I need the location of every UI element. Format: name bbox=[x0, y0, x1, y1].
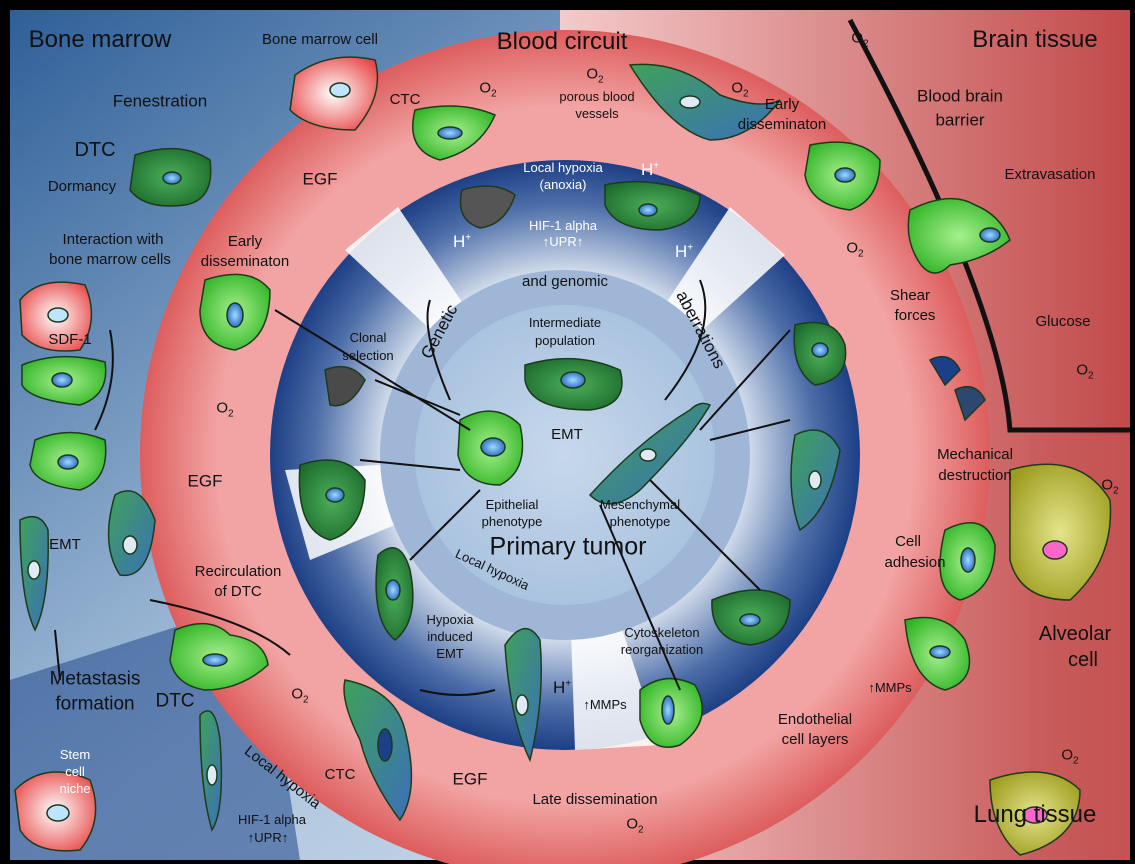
label-sdf1: SDF-1 bbox=[48, 332, 91, 349]
label-hypoxia-emt-3: EMT bbox=[436, 647, 463, 661]
label-mechanical-2: destruction bbox=[938, 468, 1011, 485]
label-ctc-top: CTC bbox=[390, 92, 421, 109]
label-porous-1: porous blood bbox=[559, 90, 634, 104]
label-clonal-2: selection bbox=[342, 349, 393, 363]
o2-marker: O2 bbox=[586, 67, 603, 86]
label-early-left-2: disseminaton bbox=[201, 254, 289, 271]
label-ctc-bottom: CTC bbox=[325, 767, 356, 784]
o2-marker: O2 bbox=[731, 81, 748, 100]
label-shear-2: forces bbox=[895, 308, 936, 325]
label-early-left-1: Early bbox=[228, 234, 262, 251]
label-local-hypoxia-anoxia-2: (anoxia) bbox=[540, 178, 587, 192]
label-extravasation: Extravasation bbox=[1005, 167, 1096, 184]
label-hypoxia-emt-2: induced bbox=[427, 630, 473, 644]
label-and-genomic: and genomic bbox=[522, 274, 608, 291]
region-lung-tissue: Lung tissue bbox=[974, 802, 1097, 828]
label-mmps-inner: ↑MMPs bbox=[583, 698, 626, 712]
label-egf-left: EGF bbox=[188, 473, 223, 492]
label-shear-1: Shear bbox=[890, 288, 930, 305]
label-recirculation-1: Recirculation bbox=[195, 564, 282, 581]
label-cell-adhesion-2: adhesion bbox=[885, 555, 946, 572]
region-blood-circuit: Blood circuit bbox=[497, 29, 628, 55]
label-alveolar-1: Alveolar bbox=[1039, 623, 1111, 645]
label-mechanical-1: Mechanical bbox=[937, 447, 1013, 464]
label-bone-marrow-cell: Bone marrow cell bbox=[262, 32, 378, 49]
h-plus-marker: H+ bbox=[453, 232, 471, 251]
label-interaction-1: Interaction with bbox=[63, 232, 164, 249]
label-emt-center: EMT bbox=[551, 427, 583, 444]
label-hypoxia-emt-1: Hypoxia bbox=[427, 613, 474, 627]
label-metastasis-1: Metastasis bbox=[50, 670, 141, 691]
label-interaction-2: bone marrow cells bbox=[49, 252, 171, 269]
o2-marker: O2 bbox=[479, 81, 496, 100]
label-glucose: Glucose bbox=[1035, 314, 1090, 331]
label-late-dissemination: Late dissemination bbox=[532, 792, 657, 809]
label-cell-adhesion-1: Cell bbox=[895, 534, 921, 551]
h-plus-marker: H+ bbox=[553, 678, 571, 697]
o2-marker: O2 bbox=[216, 401, 233, 420]
label-upr-top: ↑UPR↑ bbox=[543, 235, 583, 249]
label-early-right-1: Early bbox=[765, 97, 799, 114]
label-mesenchymal-1: Mesenchymal bbox=[600, 498, 680, 512]
label-dormancy: Dormancy bbox=[48, 179, 116, 196]
label-upr-bottom: ↑UPR↑ bbox=[248, 831, 288, 845]
region-bone-marrow: Bone marrow bbox=[29, 27, 172, 53]
label-stem-2: cell bbox=[65, 765, 85, 779]
label-mmps-right: ↑MMPs bbox=[868, 681, 911, 695]
label-hif-top: HIF-1 alpha bbox=[529, 219, 597, 233]
label-fenestration: Fenestration bbox=[113, 93, 208, 112]
label-intermediate-2: population bbox=[535, 334, 595, 348]
label-porous-2: vessels bbox=[575, 107, 618, 121]
label-metastasis-2: formation bbox=[55, 695, 134, 716]
label-epithelial-1: Epithelial bbox=[486, 498, 539, 512]
label-dtc-top: DTC bbox=[74, 139, 115, 161]
label-egf-bottom: EGF bbox=[453, 771, 488, 790]
label-stem-1: Stem bbox=[60, 748, 90, 762]
label-early-right-2: disseminaton bbox=[738, 117, 826, 134]
o2-marker: O2 bbox=[846, 241, 863, 260]
label-dtc-bottom: DTC bbox=[155, 692, 194, 713]
label-egf-top: EGF bbox=[303, 171, 338, 190]
label-epithelial-2: phenotype bbox=[482, 515, 543, 529]
label-cytoskeleton-2: reorganization bbox=[621, 643, 703, 657]
o2-marker: O2 bbox=[851, 31, 868, 50]
o2-marker: O2 bbox=[1101, 478, 1118, 497]
o2-marker: O2 bbox=[626, 817, 643, 836]
label-clonal-1: Clonal bbox=[350, 331, 387, 345]
h-plus-marker: H+ bbox=[675, 242, 693, 261]
label-local-hypoxia-anoxia-1: Local hypoxia bbox=[523, 161, 603, 175]
o2-marker: O2 bbox=[291, 687, 308, 706]
o2-marker: O2 bbox=[1076, 363, 1093, 382]
label-bbb-1: Blood brain bbox=[917, 88, 1003, 107]
label-hif-bottom: HIF-1 alpha bbox=[238, 813, 306, 827]
region-primary-tumor: Primary tumor bbox=[490, 533, 647, 561]
label-endothelial-1: Endothelial bbox=[778, 712, 852, 729]
label-emt-left: EMT bbox=[49, 537, 81, 554]
label-stem-3: niche bbox=[59, 782, 90, 796]
label-endothelial-2: cell layers bbox=[782, 732, 849, 749]
o2-marker: O2 bbox=[1061, 748, 1078, 767]
h-plus-marker: H+ bbox=[641, 160, 659, 179]
label-recirculation-2: of DTC bbox=[214, 584, 262, 601]
label-bbb-2: barrier bbox=[935, 112, 984, 131]
region-brain-tissue: Brain tissue bbox=[972, 27, 1097, 53]
label-mesenchymal-2: phenotype bbox=[610, 515, 671, 529]
label-alveolar-2: cell bbox=[1068, 649, 1098, 671]
label-cytoskeleton-1: Cytoskeleton bbox=[624, 626, 699, 640]
label-intermediate-1: Intermediate bbox=[529, 316, 601, 330]
